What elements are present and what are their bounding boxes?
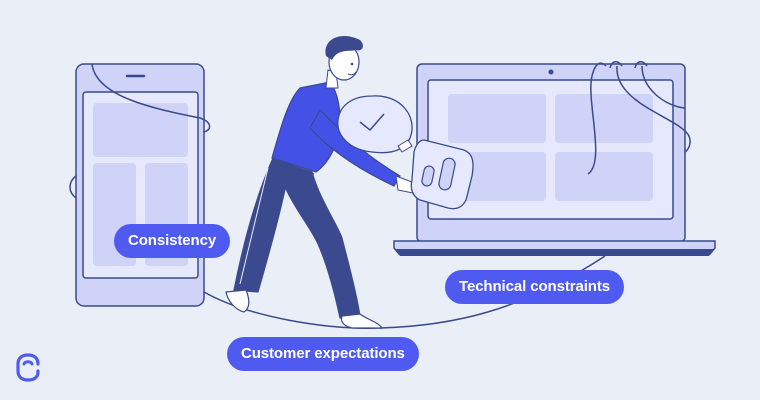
person-balancing bbox=[225, 35, 419, 329]
toggle-card bbox=[410, 139, 474, 210]
customer-expectations-label: Customer expectations bbox=[227, 337, 419, 371]
brand-logo-icon bbox=[16, 353, 40, 382]
laptop-device bbox=[393, 61, 716, 256]
speech-bubble-check bbox=[337, 95, 413, 154]
technical-constraints-label: Technical constraints bbox=[445, 270, 624, 304]
phone-device bbox=[69, 63, 211, 307]
consistency-label: Consistency bbox=[114, 224, 231, 258]
